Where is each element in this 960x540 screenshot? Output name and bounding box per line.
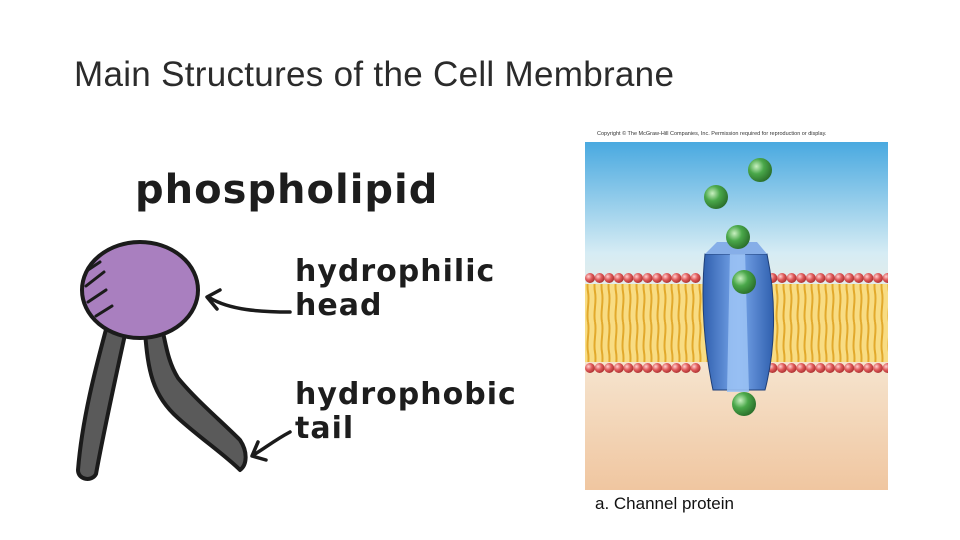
- lipid-head: [594, 273, 605, 283]
- lipid-head: [863, 273, 874, 283]
- tail-arrow: [253, 430, 292, 456]
- lipid-head: [671, 273, 682, 283]
- channel-protein: [702, 242, 775, 392]
- lipid-head: [825, 363, 835, 373]
- lipid-head: [882, 363, 888, 373]
- lipid-head: [661, 273, 672, 283]
- lipid-head: [825, 273, 835, 283]
- lipid-head: [613, 273, 624, 283]
- lipid-head: [853, 273, 864, 283]
- lipid-head: [604, 363, 615, 373]
- lipid-head: [796, 363, 807, 373]
- phospholipid-sketch: [76, 240, 292, 481]
- phospholipid-title: phospholipid: [135, 167, 439, 213]
- head-hatching: [84, 260, 114, 318]
- lipid-head: [863, 363, 874, 373]
- lipid-head: [671, 363, 682, 373]
- lipid-head: [853, 363, 864, 373]
- lipid-head: [623, 363, 634, 373]
- lipid-head: [796, 273, 807, 283]
- lipid-head: [613, 363, 624, 373]
- lipid-head: [834, 363, 845, 373]
- lipid-head: [815, 363, 826, 373]
- lipid-head: [873, 273, 883, 283]
- molecule: [748, 158, 772, 182]
- lipid-head: [844, 273, 855, 283]
- lipid-head: [786, 363, 797, 373]
- hydrophilic-head-label: hydrophilic head: [295, 255, 495, 323]
- tail-label-line-2: tail: [295, 411, 355, 446]
- lipid-head: [777, 363, 787, 373]
- copyright-notice: Copyright © The McGraw-Hill Companies, I…: [597, 131, 827, 137]
- lipid-head: [786, 273, 797, 283]
- molecule: [732, 270, 756, 294]
- slide-title: Main Structures of the Cell Membrane: [74, 55, 675, 94]
- lipid-heads-top: [585, 273, 888, 283]
- head-arrow: [208, 296, 292, 314]
- molecule: [726, 225, 750, 249]
- lipid-head: [805, 273, 816, 283]
- lipid-head: [633, 273, 643, 283]
- head-label-line-1: hydrophilic: [295, 254, 496, 289]
- molecule: [732, 392, 756, 416]
- lipid-heads-bottom: [585, 363, 888, 373]
- phospholipid-tail-left: [76, 320, 128, 481]
- molecule: [704, 185, 728, 209]
- lipid-head: [642, 273, 653, 283]
- phospholipid-tail-right: [143, 326, 248, 472]
- lipid-head: [815, 273, 826, 283]
- phospholipid-head: [80, 240, 200, 340]
- channel-protein-diagram: [585, 142, 888, 490]
- lipid-head: [690, 363, 701, 373]
- lipid-head: [681, 363, 691, 373]
- lipid-head: [604, 273, 615, 283]
- lipid-head: [585, 363, 595, 373]
- lipid-head: [652, 273, 663, 283]
- lipid-head: [661, 363, 672, 373]
- lipid-head: [844, 363, 855, 373]
- tail-label-line-1: hydrophobic: [295, 377, 517, 412]
- figure-caption: a. Channel protein: [595, 494, 734, 513]
- lipid-head: [777, 273, 787, 283]
- lipid-head: [594, 363, 605, 373]
- lipid-head: [652, 363, 663, 373]
- lipid-head: [642, 363, 653, 373]
- lipid-head: [623, 273, 634, 283]
- lipid-head: [633, 363, 643, 373]
- lipid-head: [585, 273, 595, 283]
- lipid-head: [873, 363, 883, 373]
- lipid-head: [690, 273, 701, 283]
- hydrophobic-tail-label: hydrophobic tail: [295, 378, 517, 446]
- channel-protein-figure: Copyright © The McGraw-Hill Companies, I…: [585, 128, 888, 514]
- head-label-line-2: head: [295, 288, 383, 323]
- lipid-head: [681, 273, 691, 283]
- lipid-head: [805, 363, 816, 373]
- lipid-head: [834, 273, 845, 283]
- lipid-head: [882, 273, 888, 283]
